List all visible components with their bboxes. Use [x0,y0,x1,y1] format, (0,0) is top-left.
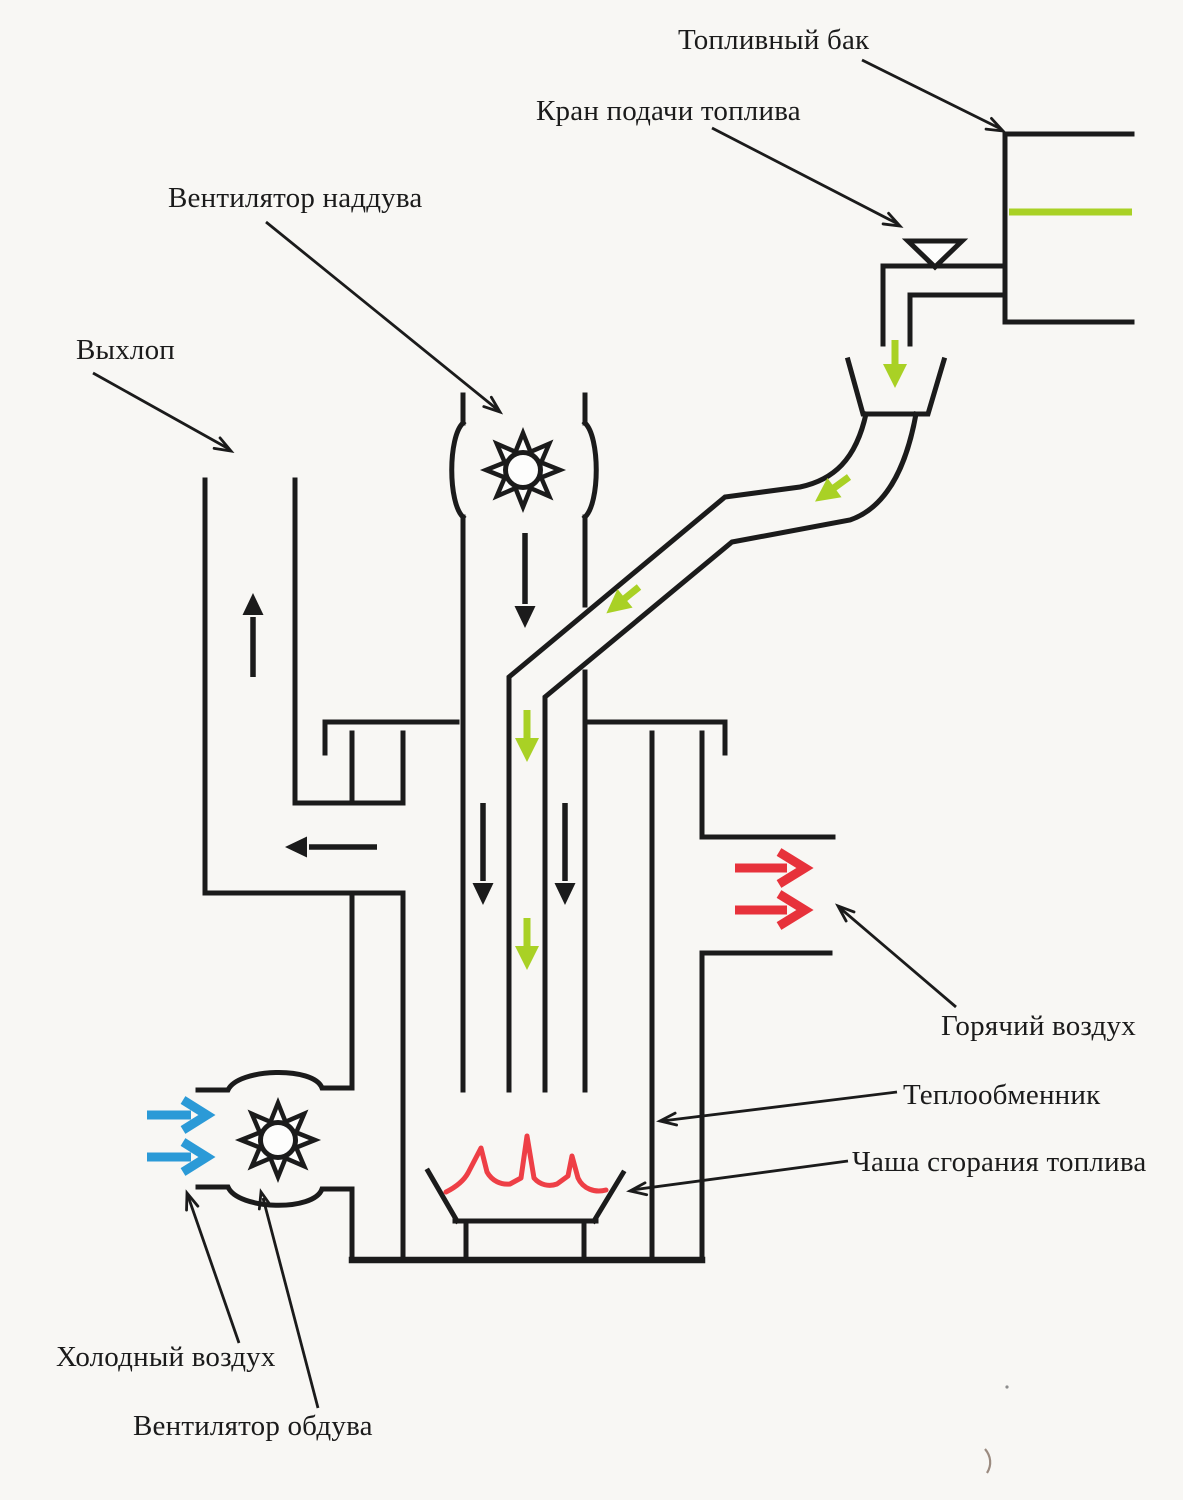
leader-lines [92,58,1007,1409]
scan-dot [1005,1385,1009,1389]
fan-bulge-right [581,419,599,521]
fuel-flow-arrows [515,340,907,970]
supply-pipe-top [880,263,1008,347]
air-down-arrow [514,533,536,628]
leader-boost-fan [265,220,504,415]
fuel-valve-icon [901,238,969,271]
fuel-supply-pipe [880,238,1008,347]
boost-fan-icon [479,426,567,514]
chimney-inner-wall [292,477,406,806]
label-blower-fan: Вентилятор обдува [133,1410,373,1442]
tank-walls [1002,131,1135,325]
boost-fan-housing [449,392,599,1093]
cold-air-arrow [147,1096,216,1134]
fuel-drop-tube [506,411,919,1093]
flame-icon [443,1133,609,1195]
leader-fuel-valve [711,126,904,228]
fuel-tube-wall-left [506,411,869,1093]
exhaust-chimney [202,477,406,896]
label-hot-air: Горячий воздух [941,1010,1136,1042]
fuel-tank [1002,131,1135,325]
duct-bottom [195,1184,355,1208]
leader-exhaust [92,371,235,453]
bowl-rim-left [424,1167,461,1225]
hot-air-arrow [735,848,814,888]
leader-heat-exchanger [656,1090,898,1127]
leader-hot-air [834,903,957,1009]
exhaust-flow-arrows [242,593,377,858]
cold-air-arrows [147,1096,216,1176]
label-cold-air: Холодный воздух [56,1341,276,1373]
blower-fan-icon [234,1096,322,1184]
fan-hub [503,450,543,490]
duct-top [195,1070,355,1093]
leader-fuel-tank [861,58,1007,133]
fan-bulge-left [449,419,467,521]
chimney-outer-wall [202,477,406,896]
flue-collector [322,719,460,806]
air-down-arrow [554,803,576,905]
leader-cold-air [185,1189,241,1344]
supply-pipe-bottom [907,292,1008,347]
hot-air-port [699,834,836,956]
funnel-walls [844,356,948,417]
air-down-arrow [472,803,494,905]
flue-left-arrow [285,836,377,858]
combustion-bowl [424,1167,627,1261]
label-exhaust: Выхлоп [76,334,176,366]
fuel-tube-wall-right [542,411,919,1093]
air-flow-arrows [472,533,576,905]
hot-air-arrows [735,848,814,930]
cold-air-duct [195,1070,355,1208]
bowl-rim-right [590,1169,627,1225]
fuel-arrow-tube-upper [515,710,539,762]
lid-right [587,719,728,756]
fuel-funnel [844,356,948,417]
exhaust-up-arrow [242,593,264,677]
label-fuel-valve: Кран подачи топлива [536,95,801,127]
label-heat-exchanger: Теплообменник [903,1079,1101,1111]
leader-blower-fan [257,1188,320,1409]
hot-air-arrow [735,890,814,930]
label-boost-fan: Вентилятор наддува [168,182,423,214]
lid-left [322,719,460,756]
heat-exchanger-body [348,719,728,1264]
scan-mark [984,1448,992,1474]
fuel-arrow-tube-lower [515,918,539,970]
label-fuel-tank: Топливный бак [678,24,870,56]
fuel-arrow-diagonal-lower [606,584,642,614]
fan-hub [258,1120,298,1160]
fuel-arrow-diagonal-upper [815,474,852,502]
label-combustion-bowl: Чаша сгорания топлива [852,1146,1147,1178]
cold-air-arrow [147,1138,216,1176]
leader-combustion-bowl [626,1159,849,1197]
fuel-arrow-funnel [883,340,907,388]
